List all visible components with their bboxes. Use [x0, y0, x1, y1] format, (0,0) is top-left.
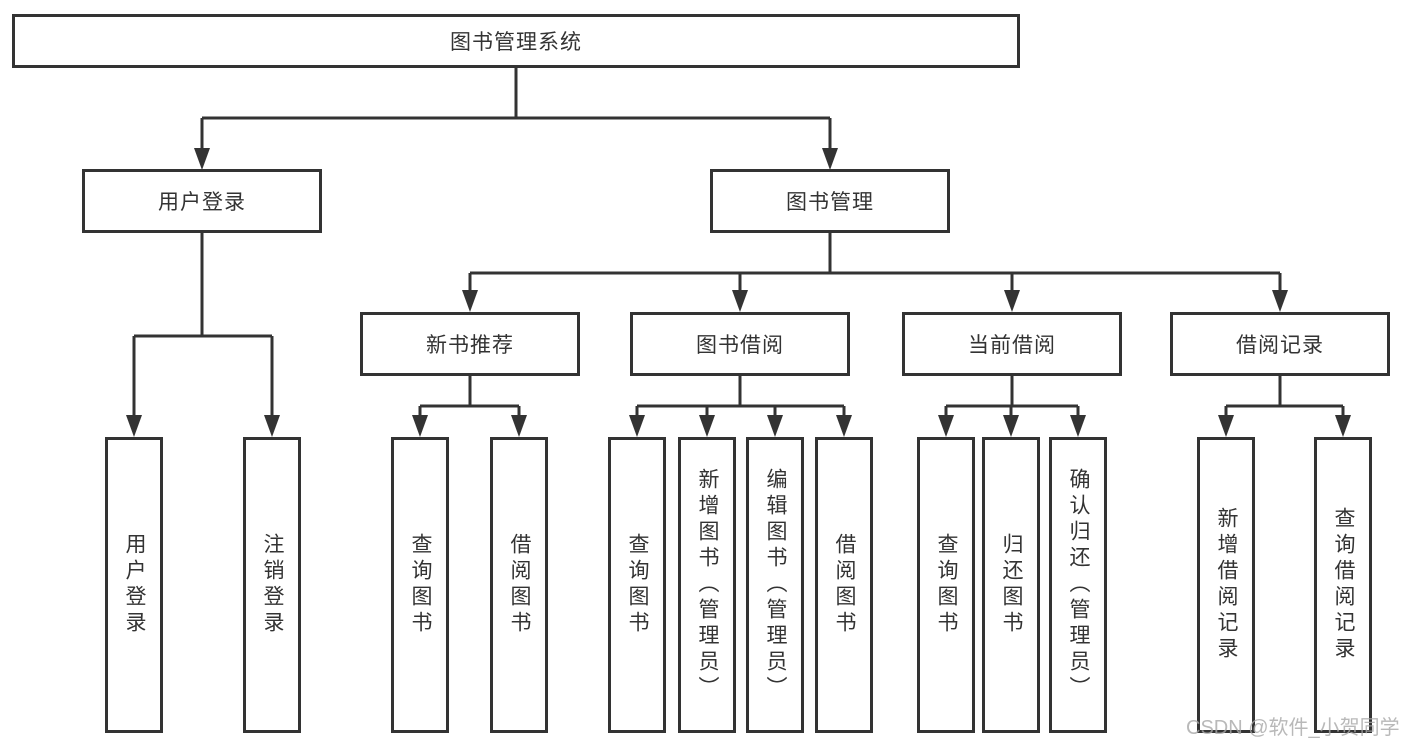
leaf-add-books-admin: 新增图书（管理员）: [678, 437, 736, 733]
node-book-borrow: 图书借阅: [630, 312, 850, 376]
node-current-borrow: 当前借阅: [902, 312, 1122, 376]
node-book-management: 图书管理: [710, 169, 950, 233]
leaf-borrow-books: 借阅图书: [815, 437, 873, 733]
node-root-system: 图书管理系统: [12, 14, 1020, 68]
arrow-icon: [836, 415, 852, 437]
arrow-icon: [699, 415, 715, 437]
leaf-query-books: 查询图书: [391, 437, 449, 733]
leaf-label: 新增图书（管理员）: [696, 468, 719, 702]
node-new-book-recommend: 新书推荐: [360, 312, 580, 376]
leaf-logout: 注销登录: [243, 437, 301, 733]
arrow-icon: [767, 415, 783, 437]
arrow-icon: [1272, 290, 1288, 312]
arrow-icon: [126, 415, 142, 437]
leaf-query-books: 查询图书: [917, 437, 975, 733]
leaf-label: 注销登录: [261, 533, 284, 637]
leaf-label: 查询图书: [626, 533, 649, 637]
arrow-icon: [194, 148, 210, 170]
arrow-icon: [938, 415, 954, 437]
leaf-confirm-return-admin: 确认归还（管理员）: [1049, 437, 1107, 733]
leaf-edit-books-admin: 编辑图书（管理员）: [746, 437, 804, 733]
leaf-label: 新增借阅记录: [1215, 507, 1238, 663]
leaf-label: 查询借阅记录: [1332, 507, 1355, 663]
leaf-label: 借阅图书: [833, 533, 856, 637]
leaf-return-books: 归还图书: [982, 437, 1040, 733]
csdn-watermark: CSDN @软件_小贺同学: [1186, 717, 1400, 739]
leaf-label: 确认归还（管理员）: [1067, 468, 1090, 702]
leaf-label: 查询图书: [935, 533, 958, 637]
leaf-user-login: 用户登录: [105, 437, 163, 733]
arrow-icon: [629, 415, 645, 437]
leaf-query-borrow-record: 查询借阅记录: [1314, 437, 1372, 733]
leaf-label: 用户登录: [123, 533, 146, 637]
node-user-login: 用户登录: [82, 169, 322, 233]
node-borrow-records: 借阅记录: [1170, 312, 1390, 376]
arrow-icon: [1004, 290, 1020, 312]
arrow-icon: [1335, 415, 1351, 437]
leaf-add-borrow-record: 新增借阅记录: [1197, 437, 1255, 733]
leaf-label: 借阅图书: [508, 533, 531, 637]
arrow-icon: [1070, 415, 1086, 437]
arrow-icon: [264, 415, 280, 437]
arrow-icon: [511, 415, 527, 437]
leaf-label: 编辑图书（管理员）: [764, 468, 787, 702]
arrow-icon: [1218, 415, 1234, 437]
leaf-query-books: 查询图书: [608, 437, 666, 733]
leaf-label: 归还图书: [1000, 533, 1023, 637]
arrow-icon: [412, 415, 428, 437]
leaf-label: 查询图书: [409, 533, 432, 637]
arrow-icon: [732, 290, 748, 312]
arrow-icon: [822, 148, 838, 170]
arrow-icon: [1003, 415, 1019, 437]
arrow-icon: [462, 290, 478, 312]
leaf-borrow-books: 借阅图书: [490, 437, 548, 733]
